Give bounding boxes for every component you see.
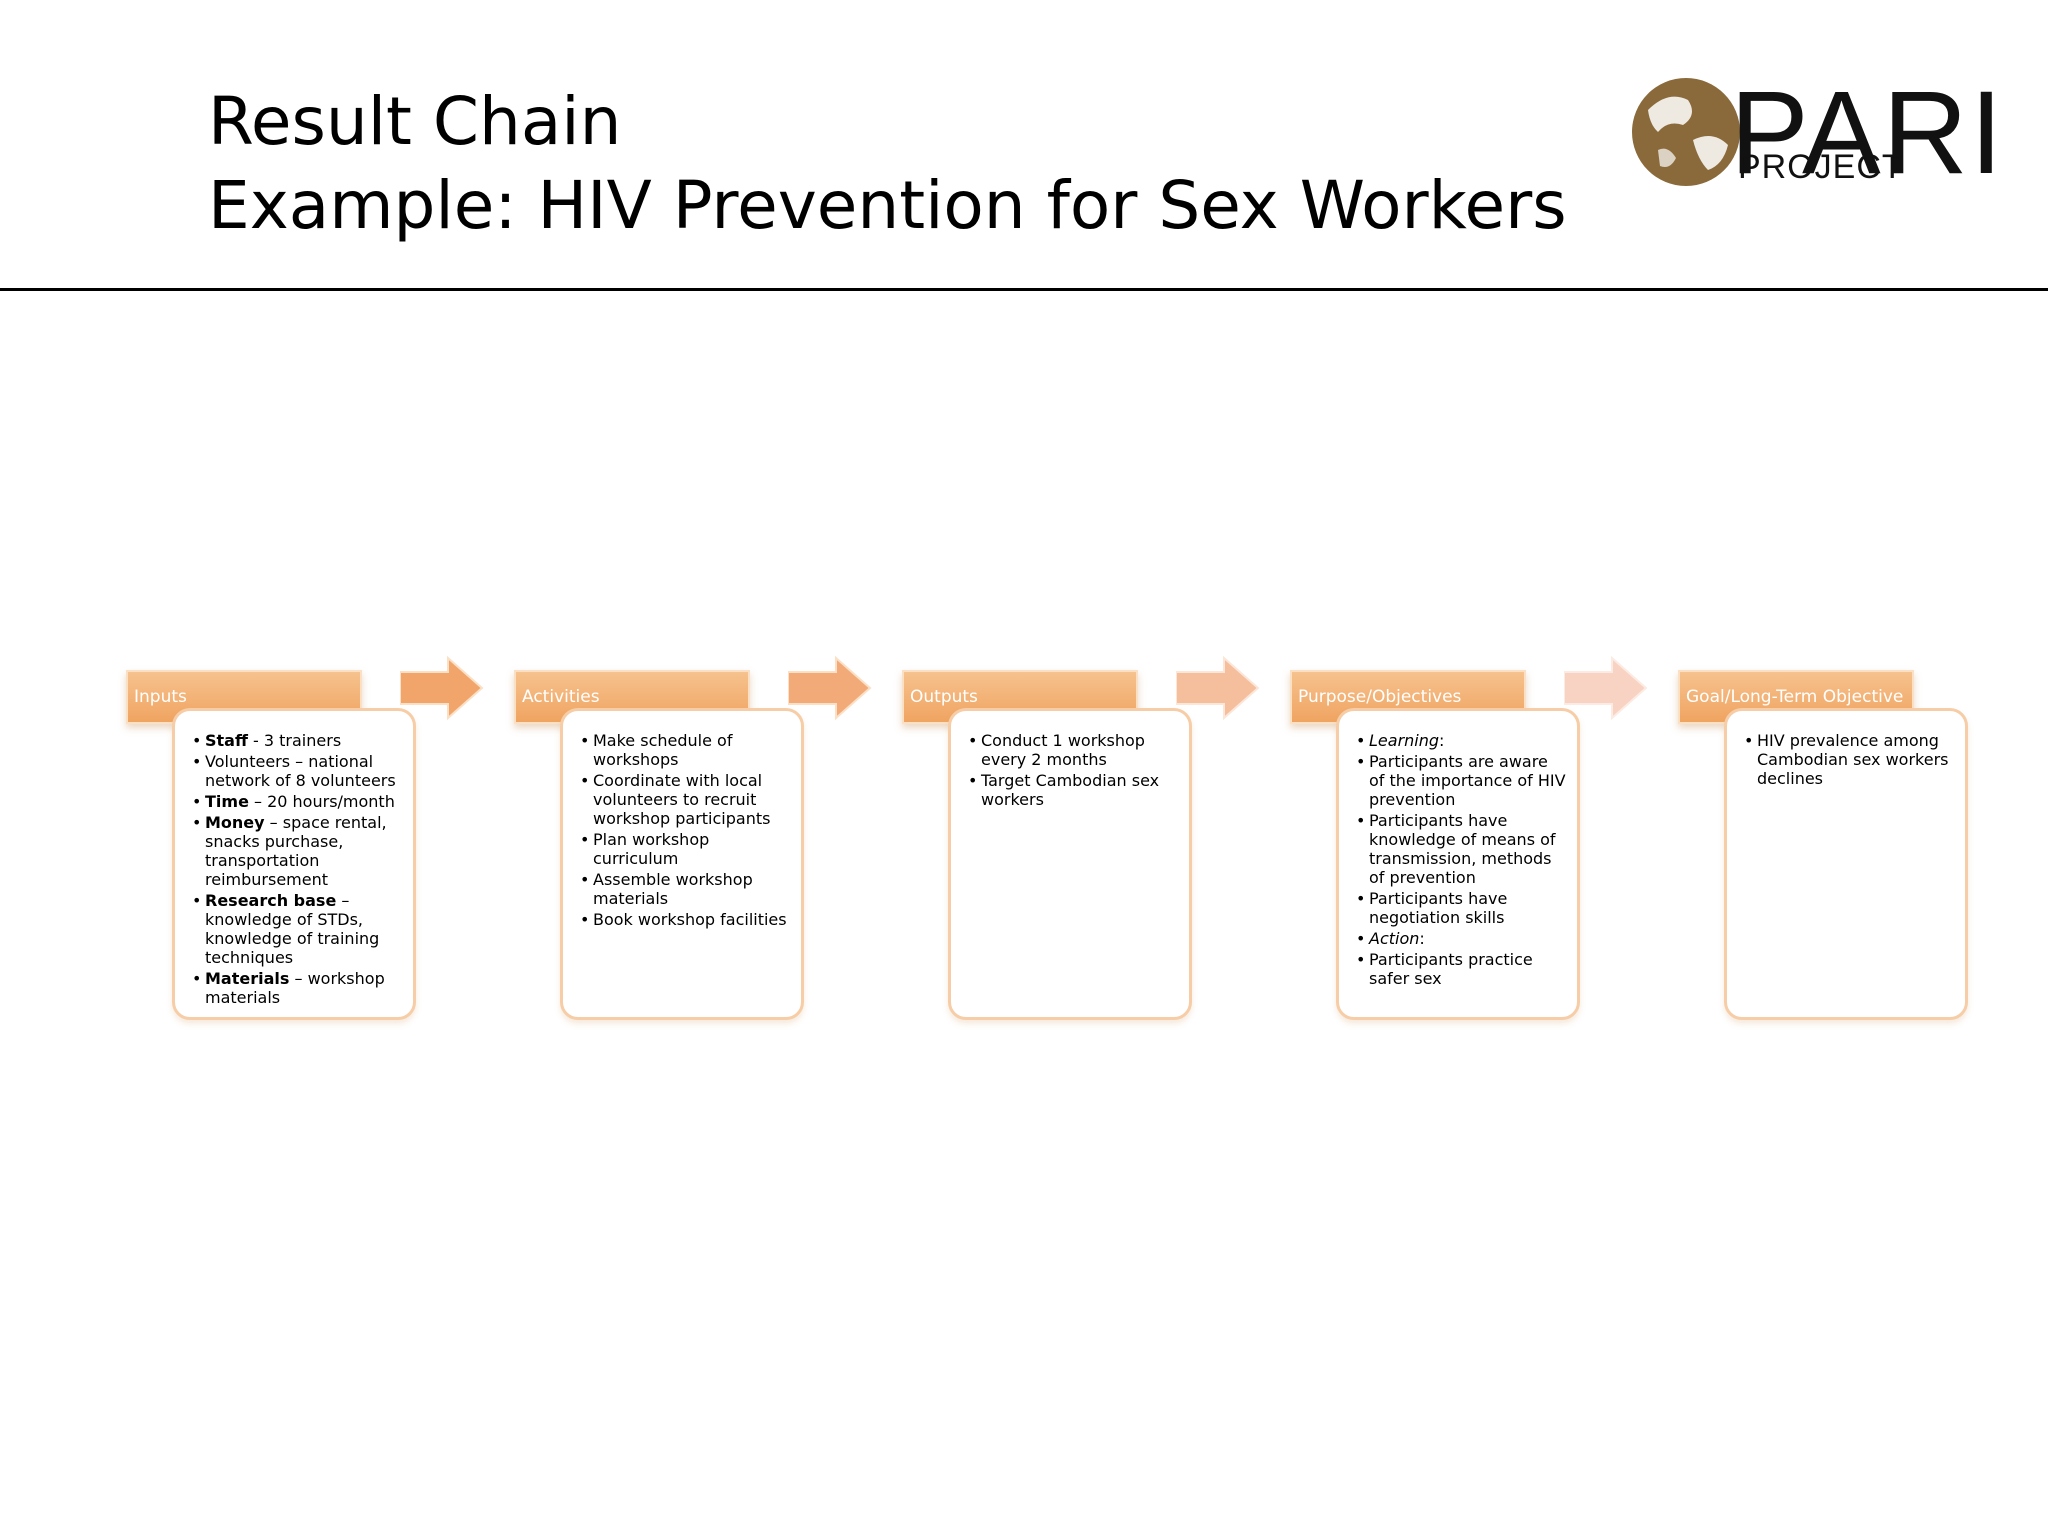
title-divider xyxy=(0,288,2048,291)
list-item: Coordinate with local volunteers to recr… xyxy=(580,771,791,828)
list-item: Volunteers – national network of 8 volun… xyxy=(192,752,403,790)
list-item: Make schedule of workshops xyxy=(580,731,791,769)
logo-subtext: PROJECT xyxy=(1738,148,1904,186)
arrow-right-icon xyxy=(1176,656,1260,720)
list-item: Participants practice safer sex xyxy=(1356,950,1567,988)
list-item: HIV prevalence among Cambodian sex worke… xyxy=(1744,731,1955,788)
globe-icon xyxy=(1632,78,1740,186)
list-item: Materials – workshop materials xyxy=(192,969,403,1007)
list-item: Action: xyxy=(1356,929,1567,948)
list-item: Conduct 1 workshop every 2 months xyxy=(968,731,1179,769)
arrow-right-icon xyxy=(1564,656,1648,720)
slide-title: Result Chain Example: HIV Prevention for… xyxy=(208,80,1567,248)
list-item: Staff - 3 trainers xyxy=(192,731,403,750)
stage-box: Conduct 1 workshop every 2 months Target… xyxy=(948,708,1192,1020)
pari-project-logo: PARI PROJECT xyxy=(1620,62,2003,202)
list-item: Participants have knowledge of means of … xyxy=(1356,811,1567,887)
stage-items: Conduct 1 workshop every 2 months Target… xyxy=(965,731,1179,809)
list-item: Participants have negotiation skills xyxy=(1356,889,1567,927)
stage-items: Staff - 3 trainers Volunteers – national… xyxy=(189,731,403,1007)
stage-box: Learning: Participants are aware of the … xyxy=(1336,708,1580,1020)
stage-inputs: Inputs Staff - 3 trainers Volunteers – n… xyxy=(126,670,426,1026)
arrow-right-icon xyxy=(400,656,484,720)
stage-box: Staff - 3 trainers Volunteers – national… xyxy=(172,708,416,1020)
stage-box: HIV prevalence among Cambodian sex worke… xyxy=(1724,708,1968,1020)
list-item: Research base – knowledge of STDs, knowl… xyxy=(192,891,403,967)
title-line-1: Result Chain xyxy=(208,83,622,160)
list-item: Book workshop facilities xyxy=(580,910,791,929)
list-item: Assemble workshop materials xyxy=(580,870,791,908)
stage-outputs: Outputs Conduct 1 workshop every 2 month… xyxy=(902,670,1202,1026)
arrow-right-icon xyxy=(788,656,872,720)
list-item: Target Cambodian sex workers xyxy=(968,771,1179,809)
logo-text: PARI xyxy=(1730,67,2005,199)
list-item: Money – space rental, snacks purchase, t… xyxy=(192,813,403,889)
stage-items: HIV prevalence among Cambodian sex worke… xyxy=(1741,731,1955,788)
list-item: Learning: xyxy=(1356,731,1567,750)
stage-items: Learning: Participants are aware of the … xyxy=(1353,731,1567,988)
list-item: Plan workshop curriculum xyxy=(580,830,791,868)
list-item: Time – 20 hours/month xyxy=(192,792,403,811)
stage-items: Make schedule of workshops Coordinate wi… xyxy=(577,731,791,929)
title-line-2: Example: HIV Prevention for Sex Workers xyxy=(208,167,1567,244)
stage-purpose-objectives: Purpose/Objectives Learning: Participant… xyxy=(1290,670,1590,1026)
stage-box: Make schedule of workshops Coordinate wi… xyxy=(560,708,804,1020)
stage-activities: Activities Make schedule of workshops Co… xyxy=(514,670,814,1026)
list-item: Participants are aware of the importance… xyxy=(1356,752,1567,809)
stage-goal-long-term-objective: Goal/Long-Term Objective HIV prevalence … xyxy=(1678,670,1978,1026)
